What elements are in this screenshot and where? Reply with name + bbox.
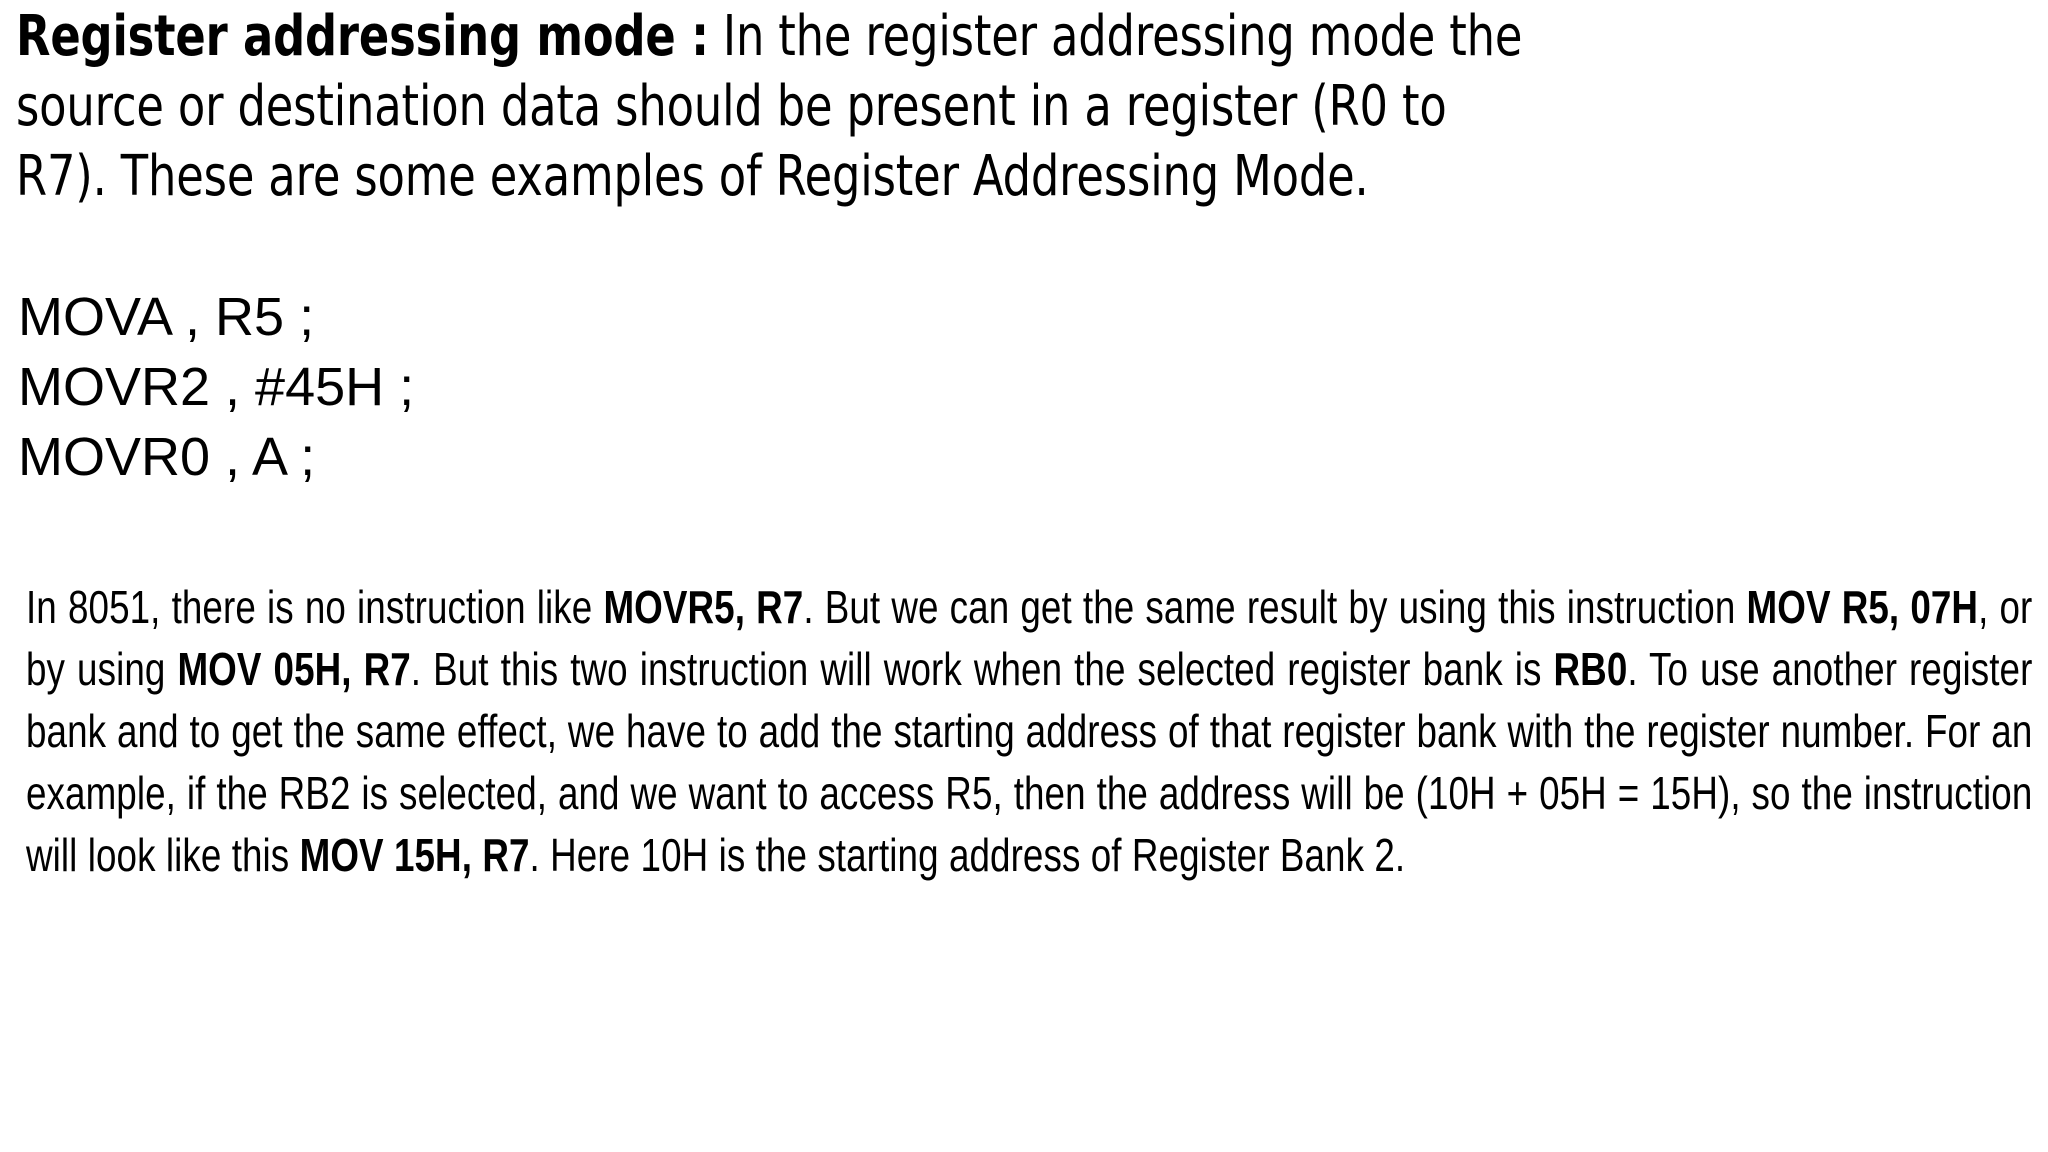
heading-line-2: source or destination data should be pre… <box>16 72 2040 142</box>
heading-term-label: Register addressing mode : <box>16 4 709 69</box>
instruction-line-3: MOVR0 , A ; <box>18 427 316 487</box>
emphasis-run: MOV R5, 07H <box>1746 581 1979 633</box>
heading-block: Register addressing mode : In the regist… <box>16 2 2040 212</box>
text-run: . To use another register bank and to ge… <box>26 643 2033 881</box>
explanation-paragraph: In 8051, there is no instruction like MO… <box>26 576 2032 886</box>
explanation-block: In 8051, there is no instruction like MO… <box>26 576 2032 886</box>
emphasis-run: MOV 15H, R7 <box>299 829 530 881</box>
heading-line-3-text: R7). These are some examples of Register… <box>16 144 1369 209</box>
text-run: . Here 10H is the starting address of Re… <box>529 829 1406 881</box>
heading-line-1: Register addressing mode : In the regist… <box>16 2 2040 72</box>
heading-line-2-text: source or destination data should be pre… <box>16 74 1447 139</box>
instruction-line-2: MOVR2 , #45H ; <box>18 357 415 417</box>
heading-line-1-text: In the register addressing mode the <box>708 4 1523 69</box>
text-run: , or by using <box>26 581 2033 695</box>
text-run: . But we can get the same result by usin… <box>803 581 1747 633</box>
instruction-examples-block: MOVA , R5 ; MOVR2 , #45H ; MOVR0 , A ; <box>18 282 1218 492</box>
text-run: In 8051, there is no instruction like <box>26 581 604 633</box>
emphasis-run: MOVR5, R7 <box>603 581 804 633</box>
instruction-line-1: MOVA , R5 ; <box>18 287 315 347</box>
text-run: . But this two instruction will work whe… <box>410 643 1554 695</box>
emphasis-run: MOV 05H, R7 <box>177 643 411 695</box>
emphasis-run: RB0 <box>1553 643 1628 695</box>
heading-line-3: R7). These are some examples of Register… <box>16 142 2040 212</box>
